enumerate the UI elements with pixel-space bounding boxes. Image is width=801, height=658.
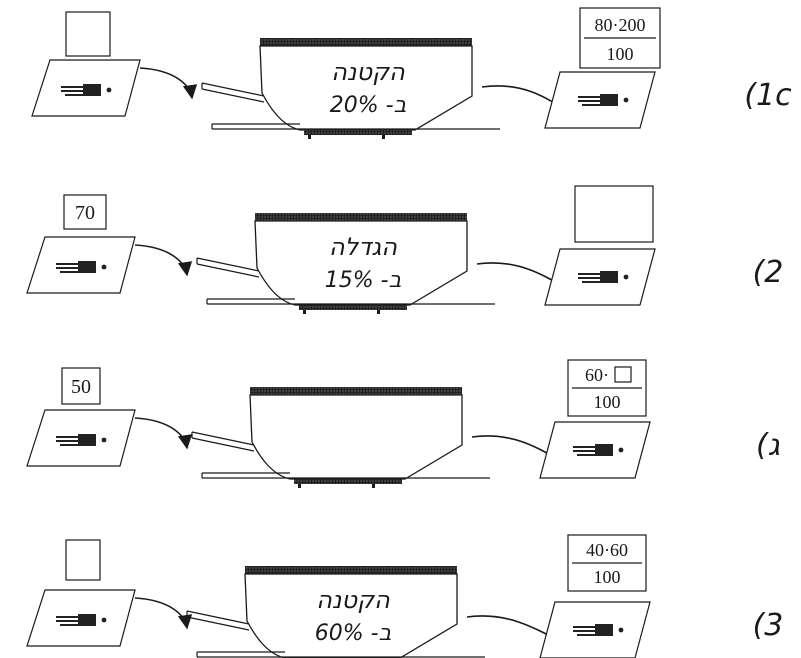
machine-base: [294, 479, 402, 484]
machine-foot: [372, 484, 375, 488]
arrow-icon: [139, 67, 198, 100]
input-value-text: 50: [71, 376, 91, 398]
machine-percent-label: 15% -ב: [325, 268, 402, 293]
output-denominator: 100: [594, 392, 621, 412]
input-value-box: [61, 367, 101, 405]
feed-tray: [196, 257, 260, 272]
machine-operation-label: הקטנה: [331, 58, 405, 86]
machine-foot: [377, 310, 380, 314]
feed-tray: [196, 263, 260, 278]
machine-operation-label: הקטנה: [316, 586, 390, 614]
arrow-icon: [134, 244, 193, 277]
blank-square-icon: [614, 366, 632, 383]
output-numerator: 40·60: [586, 540, 628, 560]
output-numerator: 60·: [585, 365, 609, 385]
row-label: (ג: [756, 428, 780, 463]
machine-top-bar: [250, 387, 462, 395]
input-value-box: [65, 11, 111, 57]
feed-tray: [186, 616, 250, 631]
machine-foot: [382, 135, 385, 139]
machine-foot: [303, 310, 306, 314]
feed-tray: [201, 88, 265, 103]
machine-operation-label: הגדלה: [329, 233, 397, 261]
feed-tray: [186, 610, 250, 625]
copier-machine-icon: [249, 394, 463, 480]
row-label: (1c: [744, 78, 792, 113]
feed-tray: [201, 82, 265, 97]
row-label: (2: [753, 255, 784, 290]
machine-foot: [298, 484, 301, 488]
input-value-box: [65, 539, 101, 581]
copier-row: 70 הגדלה 15% -ב (2: [26, 185, 784, 314]
machine-top-bar: [245, 566, 457, 574]
output-denominator: 100: [594, 567, 621, 587]
machine-base: [299, 305, 407, 310]
input-value-text: 70: [75, 202, 95, 224]
machine-percent-label: 60% -ב: [315, 621, 392, 646]
feed-tray: [191, 437, 255, 452]
machine-top-bar: [260, 38, 472, 46]
copier-row: 50 60· 100 (ג: [26, 359, 780, 488]
arrow-icon: [134, 417, 193, 450]
machine-base: [304, 130, 412, 135]
copier-row: הקטנה 20% -ב 80·200 100 (1c: [31, 7, 792, 139]
input-value-box: [63, 194, 107, 230]
output-numerator: 80·200: [595, 15, 646, 35]
machine-foot: [308, 135, 311, 139]
copier-row: הקטנה 60% -ב 40·60 100 (3: [26, 534, 784, 658]
machine-top-bar: [255, 213, 467, 221]
output-value-box: [574, 185, 654, 243]
arrow-icon: [134, 597, 193, 630]
feed-tray: [191, 431, 255, 446]
machine-percent-label: 20% -ב: [330, 93, 407, 118]
row-label: (3: [753, 608, 784, 643]
output-denominator: 100: [607, 44, 634, 64]
